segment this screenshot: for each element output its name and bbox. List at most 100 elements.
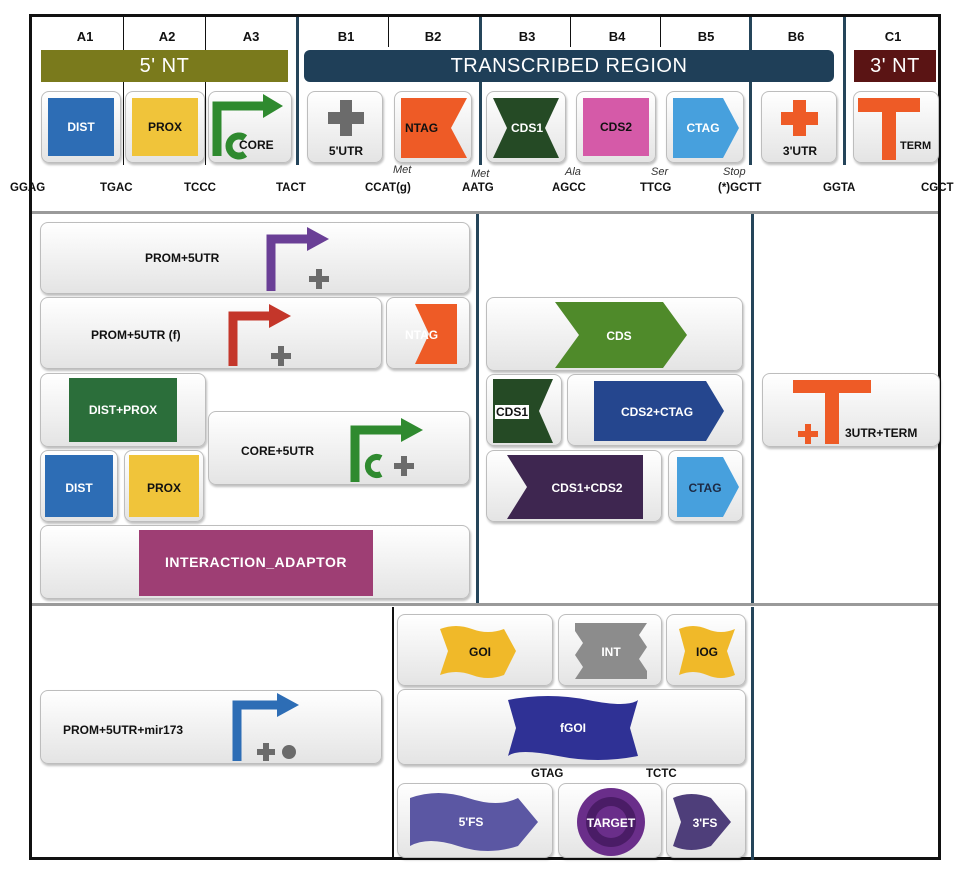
composite-3utr-term[interactable]: 3UTR+TERM [762, 373, 940, 447]
composite-cds1[interactable]: CDS1 [486, 374, 562, 446]
part-card-ntag[interactable]: NTAG [394, 91, 472, 163]
composite-ctag[interactable]: CTAG [668, 450, 743, 522]
aa-met-2: Met [471, 168, 490, 180]
cds-chevron-icon [555, 302, 687, 368]
overhang-gtag: GTAG [531, 768, 564, 780]
composite-prox[interactable]: PROX [124, 450, 204, 522]
label-ctag: CTAG [688, 481, 722, 495]
separator [843, 17, 846, 165]
iog-wave-icon [679, 626, 735, 678]
composite-cds[interactable]: CDS [486, 297, 743, 371]
part-card-iog[interactable]: IOG [666, 614, 746, 686]
label-prom-5utr-mir173: PROM+5UTR+mir173 [63, 723, 184, 737]
dist-prox-block-icon [69, 378, 177, 442]
plus-icon [328, 100, 364, 136]
composite-cds1-cds2[interactable]: CDS1+CDS2 [486, 450, 662, 522]
promoter-arrow-plus-icon [228, 304, 291, 366]
prox-block-icon [129, 455, 199, 517]
composite-ntag[interactable]: NTAG [386, 297, 470, 369]
ntag-shape-icon [401, 98, 467, 158]
composite-dist[interactable]: DIST [40, 450, 118, 522]
dist-block-icon [48, 98, 114, 156]
part-card-term[interactable]: TERM [853, 91, 939, 163]
label-3fs: 3'FS [692, 816, 718, 830]
separator [751, 607, 754, 860]
terminator-icon [858, 98, 920, 160]
part-label-core: CORE [239, 138, 274, 152]
band-transcribed-region: TRANSCRIBED REGION [304, 50, 834, 82]
composite-prom-5utr-f[interactable]: PROM+5UTR (f) [40, 297, 382, 369]
part-card-target[interactable]: TARGET [558, 783, 662, 858]
composite-core-5utr[interactable]: CORE+5UTR [208, 411, 470, 485]
overhang-tctc: TCTC [646, 768, 677, 780]
overhang-tccc: TCCC [184, 182, 216, 194]
part-label-ctag: CTAG [686, 121, 720, 135]
slot-b3: B3 [518, 29, 536, 44]
part-card-3utr[interactable]: 3'UTR [761, 91, 837, 163]
separator [392, 607, 394, 860]
part-label-5utr: 5'UTR [328, 144, 364, 158]
slot-a3: A3 [242, 29, 260, 44]
separator [751, 214, 754, 603]
ntag-shape-icon [415, 304, 457, 364]
label-prom-5utr: PROM+5UTR [145, 251, 220, 265]
label-cds2-ctag: CDS2+CTAG [620, 405, 694, 419]
separator [660, 17, 661, 47]
part-card-3fs[interactable]: 3'FS [666, 783, 746, 858]
part-card-dist[interactable]: DIST [41, 91, 121, 163]
slot-a2: A2 [158, 29, 176, 44]
label-dist: DIST [65, 481, 93, 495]
prox-block-icon [132, 98, 198, 156]
band-3nt: 3' NT [854, 50, 936, 82]
terminator-plus-icon [793, 380, 871, 444]
overhang-cgct: CGCT [921, 182, 954, 194]
composite-prom-5utr-mir173[interactable]: PROM+5UTR+mir173 [40, 690, 382, 764]
cds1-chevron-icon [493, 98, 559, 158]
label-target: TARGET [586, 816, 636, 830]
label-cds: CDS [606, 329, 632, 343]
part-card-5fs[interactable]: 5'FS [397, 783, 553, 858]
label-5fs: 5'FS [458, 815, 484, 829]
label-int: INT [601, 645, 621, 659]
separator [476, 214, 479, 603]
goi-wave-icon [440, 626, 516, 678]
part-card-cds2[interactable]: CDS2 [576, 91, 656, 163]
part-card-core[interactable]: CORE [208, 91, 292, 163]
label-cds1-cds2: CDS1+CDS2 [551, 481, 623, 495]
slot-b6: B6 [787, 29, 805, 44]
label-iog: IOG [695, 645, 718, 659]
part-label-ntag: NTAG [405, 121, 439, 135]
composite-cds2-ctag[interactable]: CDS2+CTAG [567, 374, 743, 446]
overhang-tgac: TGAC [100, 182, 133, 194]
overhang-agcc: AGCC [552, 182, 586, 194]
separator [479, 17, 482, 165]
overhang-tact: TACT [276, 182, 306, 194]
cds1-cds2-chevron-icon [507, 455, 643, 519]
label-core-5utr: CORE+5UTR [241, 444, 315, 458]
slot-b2: B2 [424, 29, 442, 44]
part-label-cds2: CDS2 [599, 120, 632, 134]
overhang-gctt: (*)GCTT [718, 182, 762, 194]
part-card-cds1[interactable]: CDS1 [486, 91, 566, 163]
composite-interaction-adaptor[interactable]: INTERACTION_ADAPTOR [40, 525, 470, 599]
3fs-wave-arrow-icon [673, 794, 731, 850]
composite-prom-5utr[interactable]: PROM+5UTR [40, 222, 470, 294]
target-circle-icon [577, 788, 645, 856]
part-label-3utr: 3'UTR [782, 144, 818, 158]
part-card-prox[interactable]: PROX [125, 91, 205, 163]
part-card-ctag[interactable]: CTAG [666, 91, 744, 163]
separator [123, 17, 124, 165]
part-card-fgoi[interactable]: fGOI [397, 689, 746, 765]
slot-b1: B1 [337, 29, 355, 44]
interaction-adaptor-block-icon [139, 530, 373, 596]
label-fgoi: fGOI [560, 721, 586, 735]
separator [296, 17, 299, 165]
overhang-ggag: GGAG [10, 182, 46, 194]
label-prom-5utr-f: PROM+5UTR (f) [91, 328, 181, 342]
composite-dist-prox[interactable]: DIST+PROX [40, 373, 206, 447]
part-card-int[interactable]: INT [558, 614, 662, 686]
part-card-5utr[interactable]: 5'UTR [307, 91, 383, 163]
ctag-arrow-icon [673, 98, 739, 158]
aa-ala: Ala [565, 166, 581, 178]
part-card-goi[interactable]: GOI [397, 614, 553, 686]
